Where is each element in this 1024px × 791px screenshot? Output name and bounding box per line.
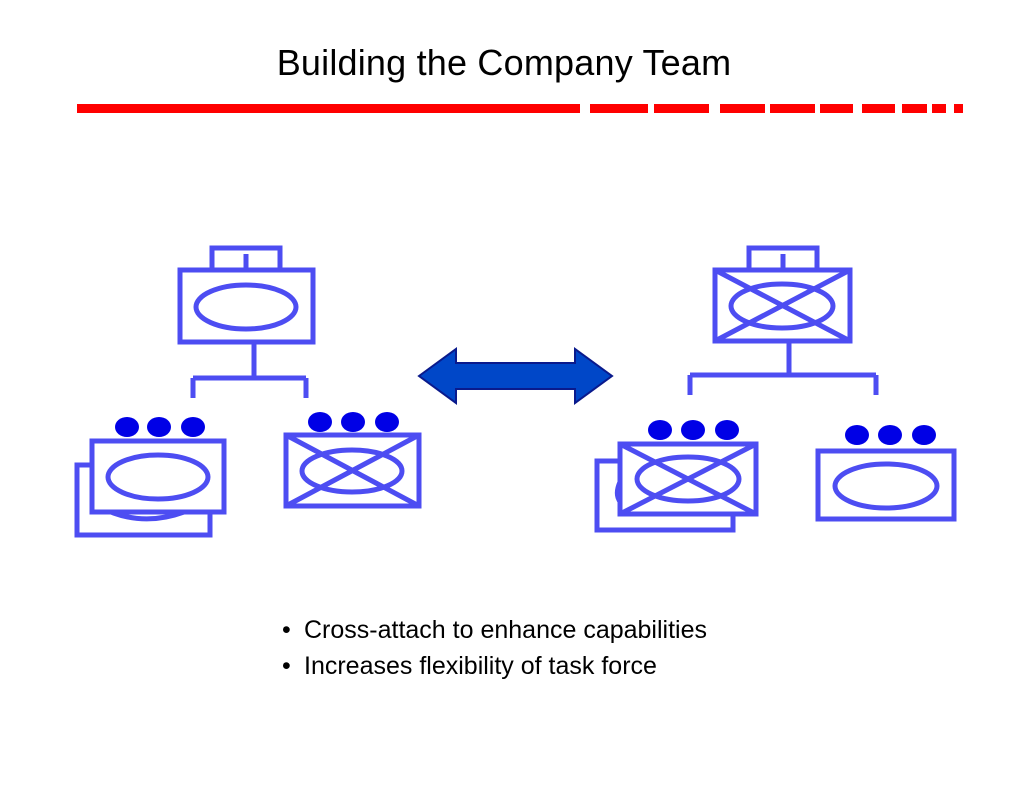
infantry-oval (299, 447, 405, 495)
unit-size-indicators (115, 412, 936, 445)
armor-frame (815, 448, 957, 522)
left-armor-size-dots (115, 417, 205, 437)
size-dot (341, 412, 365, 432)
infantry-cross-line (713, 267, 852, 344)
bullet-item: Increases flexibility of task force (282, 648, 707, 684)
left-hq-frame (177, 267, 316, 345)
infantry-cross-line (618, 441, 758, 517)
right-subunit-armor (815, 448, 957, 522)
size-dot (181, 417, 205, 437)
left-hq-armor-symbol (177, 245, 316, 345)
infantry-oval (728, 281, 836, 331)
right-hq-frame (712, 267, 853, 344)
left-subunit-infantry (283, 432, 422, 509)
right-armor-size-dots (845, 425, 936, 445)
bullet-list: Cross-attach to enhance capabilities Inc… (282, 612, 707, 684)
armor-oval (193, 282, 299, 332)
size-dot (681, 420, 705, 440)
right-team-connector-lines (687, 341, 879, 395)
left-team (74, 245, 422, 538)
size-dot (715, 420, 739, 440)
armor-oval (832, 461, 940, 511)
size-dot (375, 412, 399, 432)
armor-oval (105, 452, 211, 502)
right-infantry-size-dots (648, 420, 739, 440)
right-hq-infantry-symbol (712, 245, 853, 344)
infantry-frame (283, 432, 422, 509)
infantry-oval (634, 454, 742, 504)
right-subunit-infantry-stacked (594, 441, 759, 533)
right-team (594, 245, 957, 533)
bullet-item: Cross-attach to enhance capabilities (282, 612, 707, 648)
size-dot (308, 412, 332, 432)
size-dot (147, 417, 171, 437)
double-headed-arrow-shape (417, 347, 614, 405)
size-dot (878, 425, 902, 445)
slide-title: Building the Company Team (276, 42, 732, 83)
size-dot (912, 425, 936, 445)
left-team-connector-lines (190, 342, 309, 398)
left-infantry-size-dots (308, 412, 399, 432)
infantry-cross-line (284, 432, 421, 509)
left-subunit-armor-stacked (74, 438, 227, 538)
double-headed-arrow-icon (417, 347, 614, 405)
size-dot (648, 420, 672, 440)
size-dot (845, 425, 869, 445)
size-dot (115, 417, 139, 437)
